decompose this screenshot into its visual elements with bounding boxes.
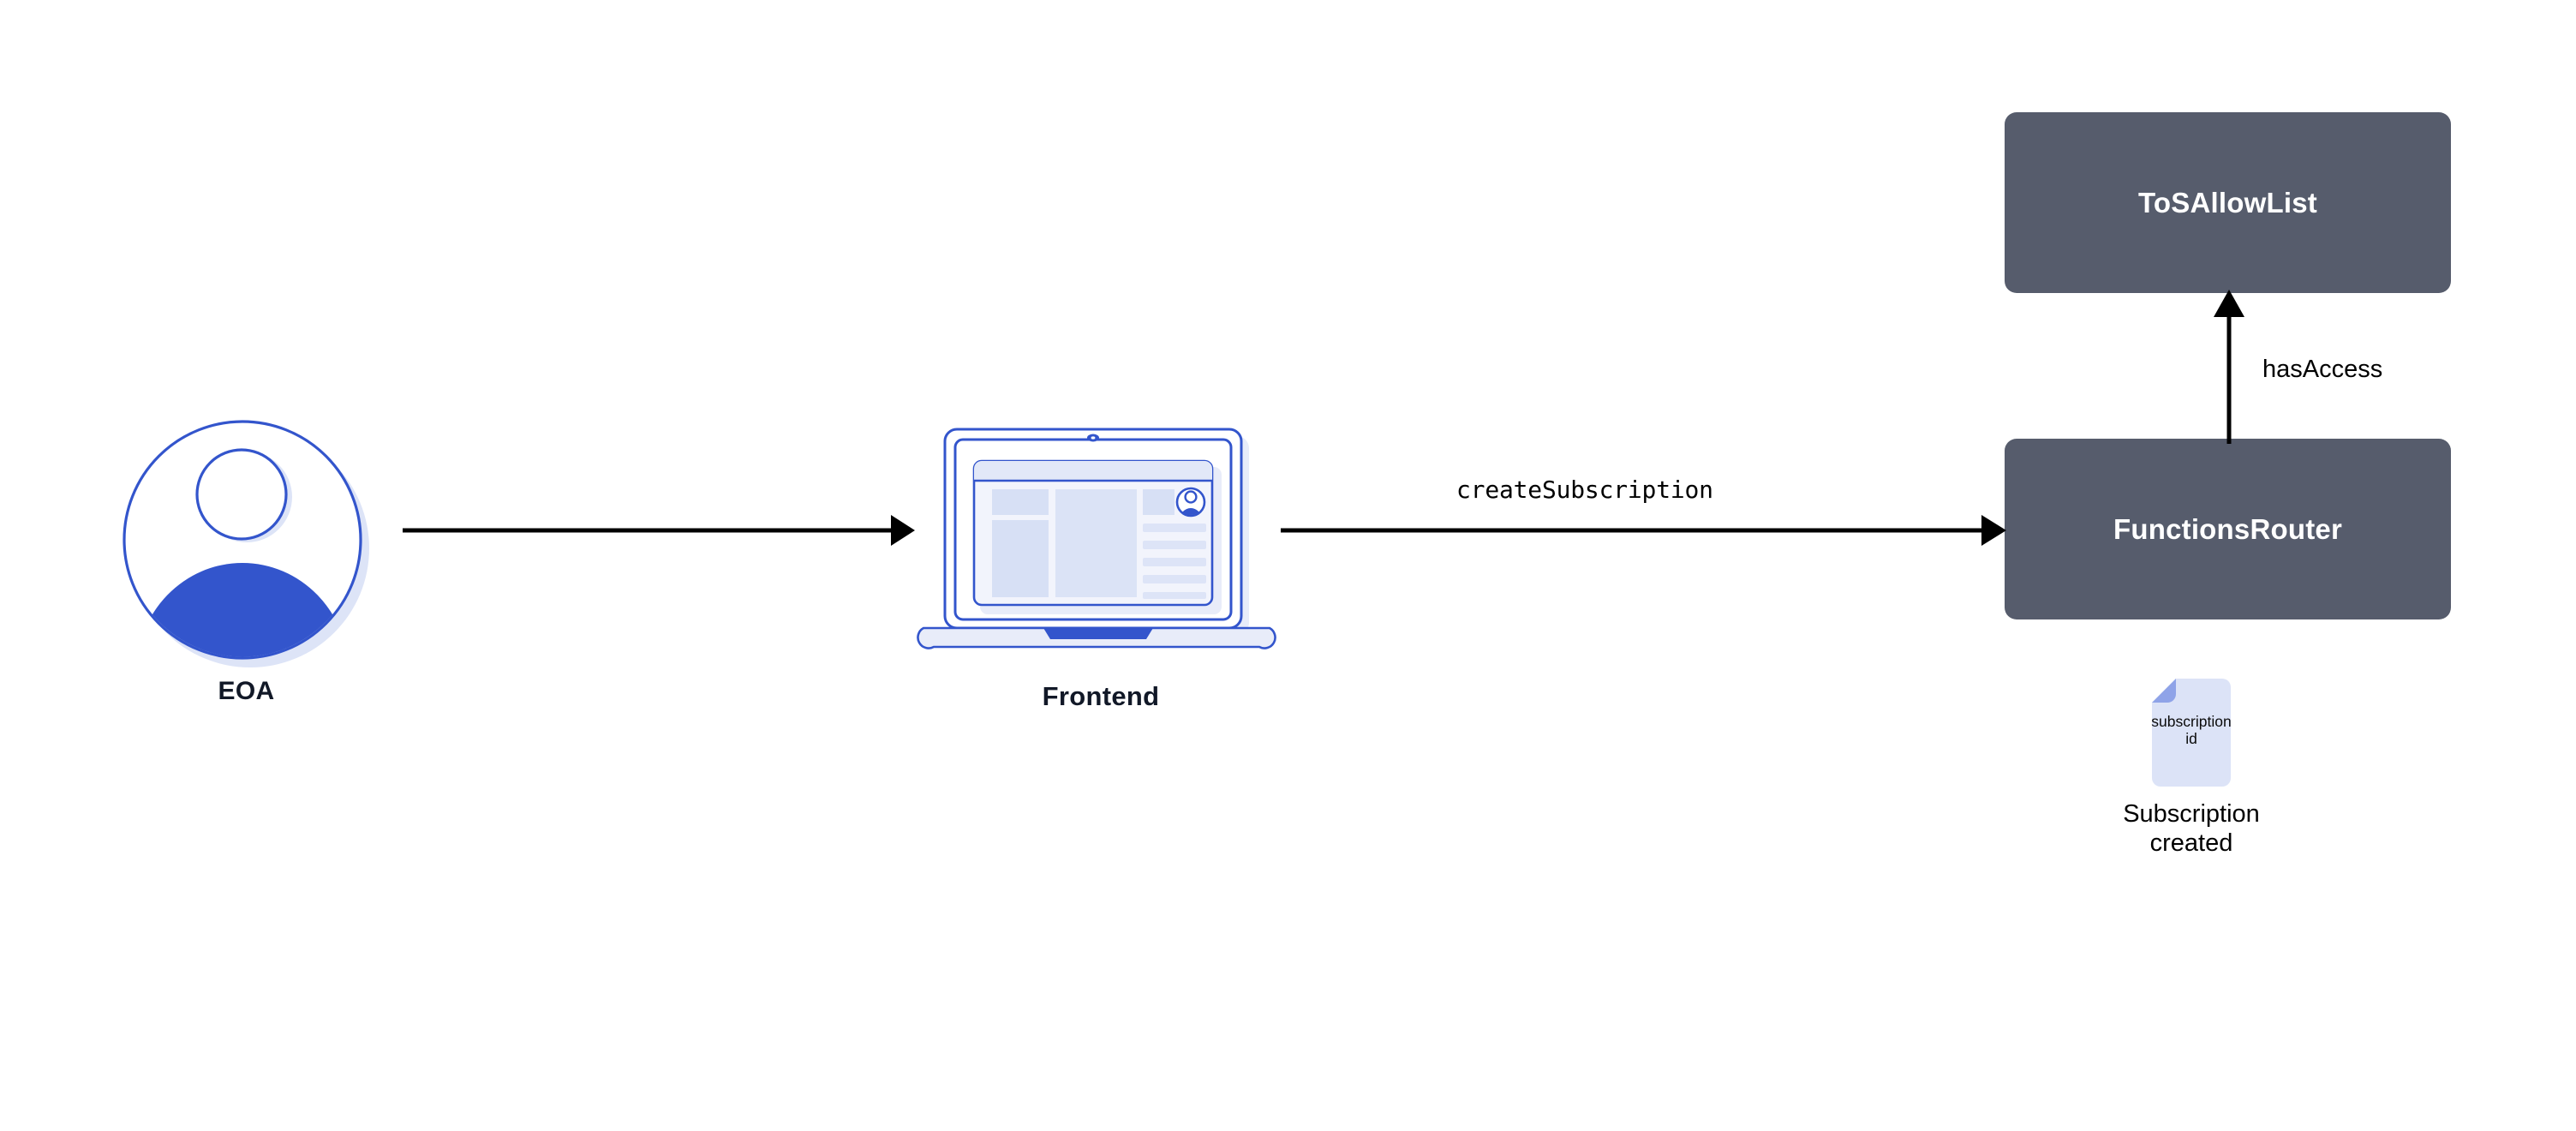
document-caption: Subscription created — [2107, 799, 2275, 858]
user-avatar-icon — [123, 420, 369, 667]
node-tos-allow-list-label: ToSAllowList — [2138, 186, 2317, 218]
edge-label-create-subscription: createSubscription — [1456, 476, 1713, 504]
document-inner-line-1: subscription — [2151, 713, 2232, 730]
edge-frontend-to-functions-router — [1281, 515, 2006, 546]
node-frontend-label: Frontend — [1042, 681, 1160, 711]
laptop-icon — [917, 428, 1276, 649]
node-eoa[interactable]: EOA — [120, 416, 377, 775]
node-subscription-document[interactable]: subscription id Subscription created — [2123, 677, 2309, 960]
node-tos-allow-list[interactable]: ToSAllowList — [2005, 112, 2451, 293]
document-inner-text: subscription id — [2150, 713, 2232, 747]
node-frontend[interactable]: Frontend — [917, 424, 1294, 784]
node-functions-router[interactable]: FunctionsRouter — [2005, 439, 2451, 619]
edge-label-has-access: hasAccess — [2262, 356, 2383, 383]
node-eoa-label: EOA — [218, 677, 275, 705]
document-inner-line-2: id — [2185, 729, 2197, 747]
edge-eoa-to-frontend — [403, 515, 915, 546]
document-icon — [2152, 679, 2231, 787]
node-functions-router-label: FunctionsRouter — [2113, 512, 2342, 545]
document-caption-line-2: created — [2149, 829, 2233, 858]
edge-functions-router-to-tos-allow-list — [2214, 290, 2244, 444]
document-caption-line-1: Subscription — [2123, 800, 2260, 828]
